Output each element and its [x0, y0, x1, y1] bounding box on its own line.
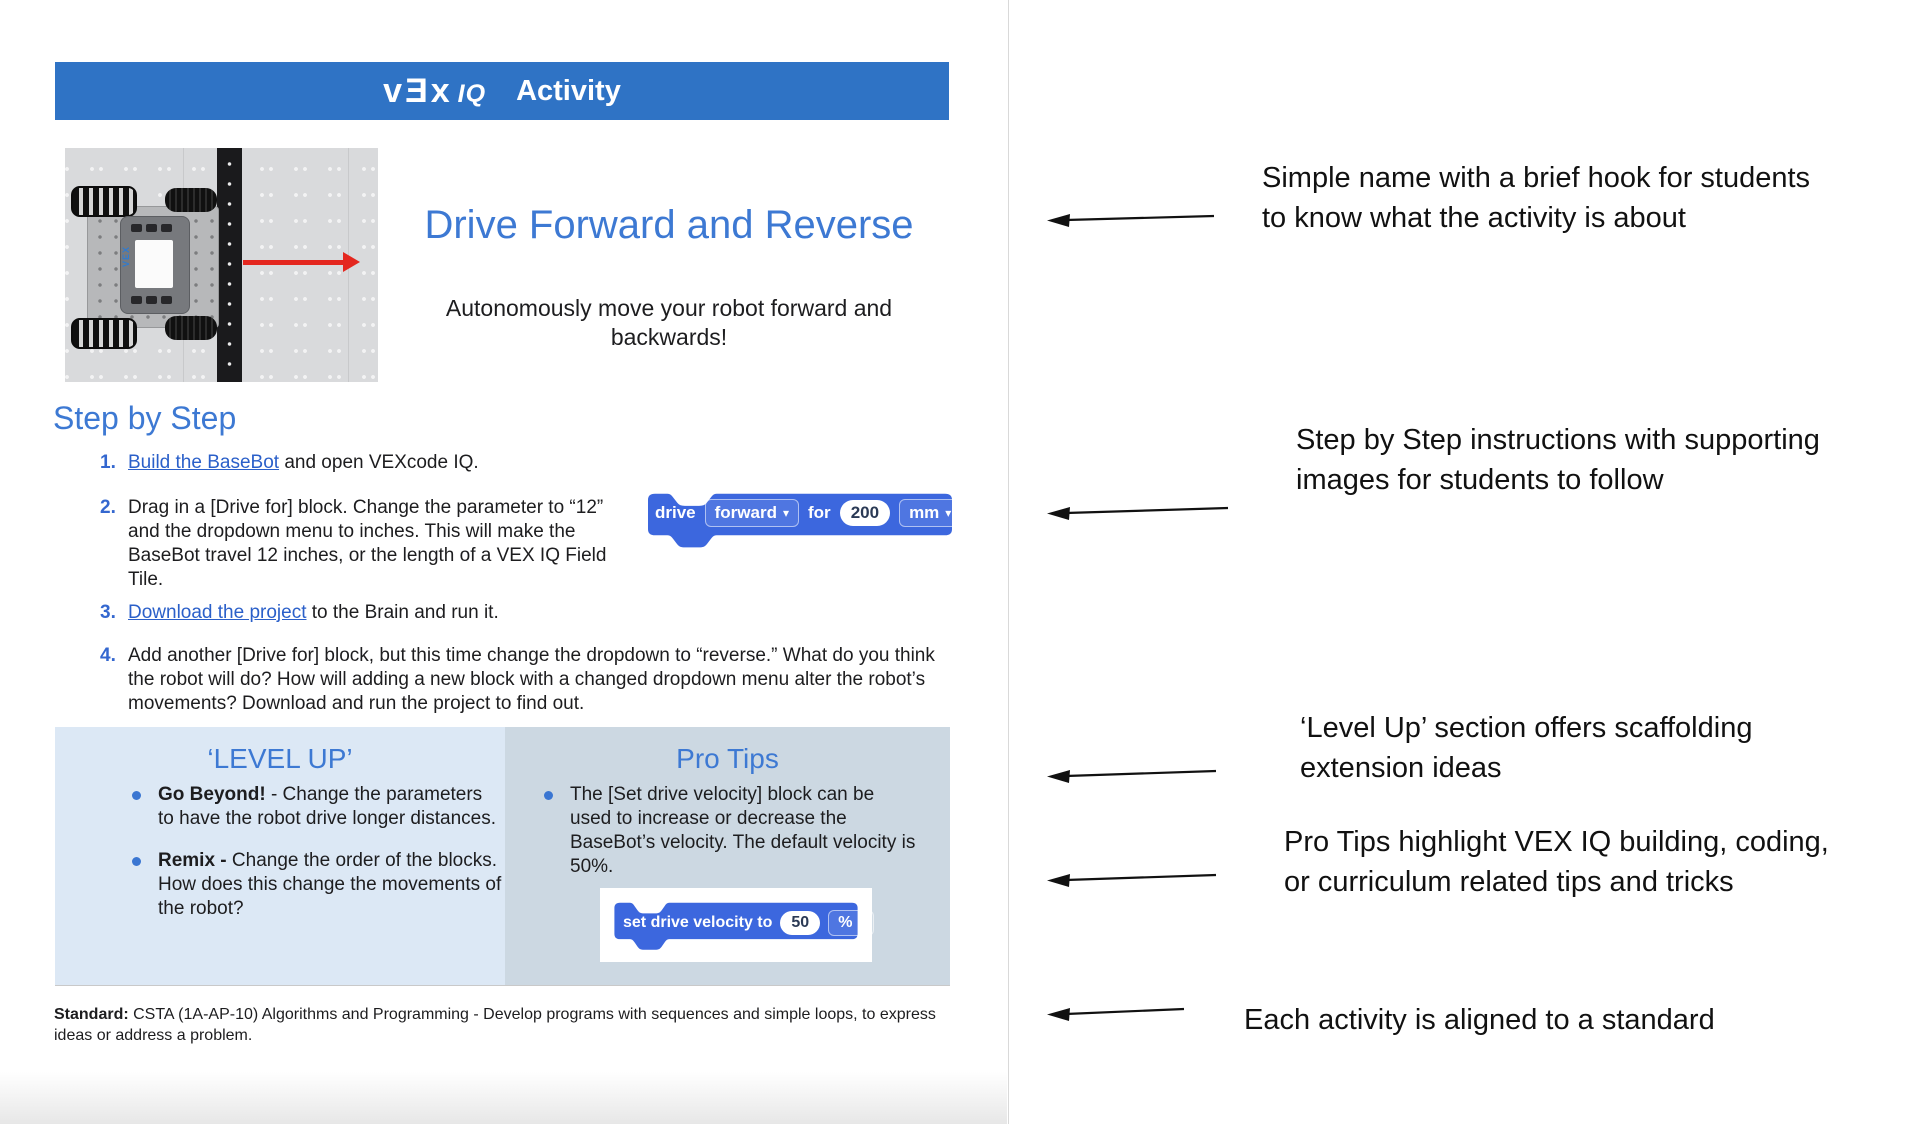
- vex-logo-text: vƎx: [383, 71, 453, 110]
- direction-value: forward: [714, 503, 777, 522]
- velocity-input[interactable]: 50: [780, 911, 821, 935]
- annotation-arrow: [1047, 873, 1217, 887]
- step-number: 1.: [100, 452, 116, 473]
- bullet-text: Change the order of the blocks. How does…: [158, 850, 502, 919]
- step-item-4: 4. Add another [Drive for] block, but th…: [100, 644, 950, 716]
- pro-tips-bullet: The [Set drive velocity] block can be us…: [544, 783, 920, 879]
- wheel: [165, 316, 217, 340]
- step-number: 3.: [100, 602, 116, 623]
- step-number: 4.: [100, 645, 116, 666]
- annotation-arrow: [1047, 506, 1229, 520]
- omni-wheel: [71, 318, 137, 349]
- standard-label: Standard:: [54, 1006, 129, 1023]
- annotation-standard: Each activity is aligned to a standard: [1244, 1004, 1715, 1036]
- page-bottom-shadow: [0, 1072, 1007, 1124]
- standard-text: CSTA (1A-AP-10) Algorithms and Programmi…: [54, 1006, 936, 1044]
- annotation-title-hook: Simple name with a brief hook for studen…: [1262, 162, 1811, 234]
- banner-label: Activity: [516, 74, 621, 107]
- velocity-block-frame: set drive velocity to 50 % ▾: [600, 888, 875, 962]
- black-beam: [217, 148, 242, 382]
- step-item-1: 1. Build the BaseBot and open VEXcode IQ…: [100, 451, 948, 475]
- chevron-down-icon: ▾: [782, 506, 790, 520]
- step-text: Add another [Drive for] block, but this …: [128, 645, 935, 714]
- step-item-2: 2. Drag in a [Drive for] block. Change t…: [100, 496, 610, 592]
- pro-tips-panel: Pro Tips The [Set drive velocity] block …: [505, 727, 950, 986]
- velocity-unit-dropdown[interactable]: % ▾: [828, 910, 875, 936]
- annotation-arrow: [1047, 769, 1217, 783]
- level-up-title: ‘LEVEL UP’: [207, 743, 353, 774]
- chevron-down-icon: ▾: [858, 916, 865, 930]
- annotation-level-up: ‘Level Up’ section offers scaffolding ex…: [1300, 712, 1753, 784]
- activity-title: Drive Forward and Reverse: [424, 203, 914, 247]
- annotation-arrow: [1047, 1007, 1185, 1021]
- brain-buttons: [131, 296, 172, 304]
- bullet-icon: [544, 791, 553, 800]
- step-item-3: 3. Download the project to the Brain and…: [100, 601, 948, 625]
- build-basebot-link[interactable]: Build the BaseBot: [128, 452, 280, 473]
- set-drive-velocity-block-image: set drive velocity to 50 % ▾: [608, 896, 875, 952]
- brain-screen: [135, 240, 173, 288]
- step-by-step-heading: Step by Step: [53, 400, 237, 436]
- bullet-text: The [Set drive velocity] block can be us…: [570, 784, 916, 877]
- block-label: drive: [655, 503, 696, 522]
- pro-tips-title: Pro Tips: [676, 743, 779, 774]
- annotation-arrow: [1047, 214, 1215, 227]
- forward-arrow-icon: [243, 260, 345, 265]
- step-text: Drag in a [Drive for] block. Change the …: [128, 497, 607, 590]
- unit-value: mm: [909, 503, 940, 522]
- step-number: 2.: [100, 497, 116, 518]
- download-project-link[interactable]: Download the project: [128, 602, 307, 623]
- direction-dropdown[interactable]: forward ▾: [704, 499, 800, 527]
- iq-logo-text: IQ: [457, 79, 487, 108]
- step-text: and open VEXcode IQ.: [279, 452, 479, 473]
- drive-for-block-image: drive forward ▾ for 200 mm ▾ ▶: [640, 486, 982, 550]
- annotation-pro-tips: Pro Tips highlight VEX IQ building, codi…: [1284, 826, 1829, 898]
- wheel: [165, 188, 217, 212]
- bullet-lead: Remix -: [158, 850, 227, 871]
- brain-vex-label: VEX: [121, 246, 131, 268]
- block-label: for: [808, 503, 831, 522]
- bullet-lead: Go Beyond!: [158, 784, 266, 805]
- level-up-bullet-1: Go Beyond! - Change the parameters to ha…: [132, 783, 503, 831]
- bullet-text: - Change the parameters to have the robo…: [158, 784, 496, 829]
- level-up-bullet-2: Remix - Change the order of the blocks. …: [132, 849, 503, 921]
- level-up-panel: ‘LEVEL UP’ Go Beyond! - Change the param…: [55, 727, 505, 986]
- chevron-down-icon: ▾: [945, 506, 952, 520]
- block-label: set drive velocity to: [623, 914, 773, 931]
- unit-value: %: [838, 914, 853, 931]
- standard-note: Standard: CSTA (1A-AP-10) Algorithms and…: [54, 1004, 966, 1046]
- annotation-steps: Step by Step instructions with supportin…: [1296, 424, 1820, 496]
- unit-dropdown[interactable]: mm ▾: [899, 499, 962, 527]
- play-icon[interactable]: ▶: [970, 505, 982, 522]
- basebot-top-view-image: VEX: [65, 148, 378, 382]
- bullet-icon: [132, 791, 141, 800]
- step-text: to the Brain and run it.: [306, 602, 499, 623]
- omni-wheel: [71, 186, 137, 217]
- activity-subtitle: Autonomously move your robot forward and…: [445, 295, 893, 350]
- bullet-icon: [132, 857, 141, 866]
- distance-input[interactable]: 200: [839, 500, 891, 526]
- brain-buttons: [131, 224, 172, 232]
- forward-arrowhead-icon: [343, 252, 360, 272]
